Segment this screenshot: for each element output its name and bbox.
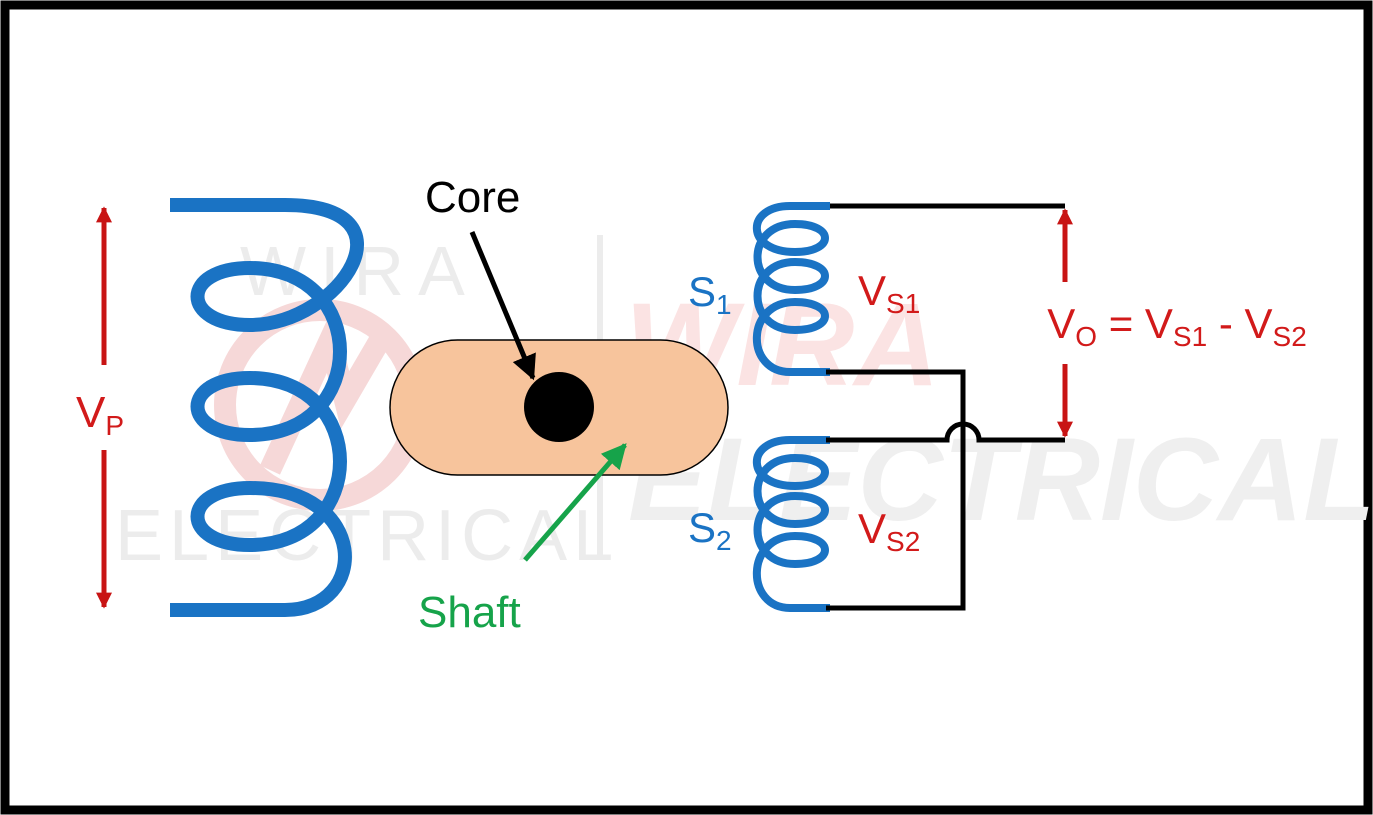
secondary-coil-s1 xyxy=(752,202,830,376)
shaft-pointer-arrow xyxy=(523,443,627,562)
wire-s1-bottom xyxy=(826,369,966,611)
vo-minus: - xyxy=(1207,300,1244,347)
vo-equals: = xyxy=(1097,300,1145,347)
vp-main: V xyxy=(76,388,106,437)
vo-t2-sub: S2 xyxy=(1273,321,1307,352)
vo-t1-sub: S1 xyxy=(1173,321,1207,352)
vs1-sub: S1 xyxy=(886,288,920,319)
core-pointer-arrow xyxy=(469,231,536,381)
vs2-main: V xyxy=(858,505,886,552)
wire-s2-top-crossover xyxy=(826,421,1065,443)
s2-main: S xyxy=(688,504,716,551)
vo-t2-main: V xyxy=(1245,300,1273,347)
s1-main: S xyxy=(688,268,716,315)
vs2-sub: S2 xyxy=(886,526,920,557)
core-dot xyxy=(524,372,594,442)
core-label: Core xyxy=(425,173,520,222)
vo-lhs-sub: O xyxy=(1075,321,1097,352)
vo-lhs-main: V xyxy=(1047,300,1075,347)
vo-equation: VO = VS1 - VS2 xyxy=(1025,300,1320,352)
vo-t1-main: V xyxy=(1145,300,1173,347)
vs1-label: VS1 xyxy=(858,267,920,319)
shaft-label: Shaft xyxy=(418,588,521,637)
watermark-big-bottom: ELECTRICAL xyxy=(628,414,1373,546)
s1-label: S1 xyxy=(688,268,732,320)
vp-label: VP xyxy=(76,388,124,441)
primary-coil xyxy=(170,198,364,617)
secondary-coil-s2 xyxy=(752,436,830,612)
s1-sub: 1 xyxy=(716,289,732,320)
s2-label: S2 xyxy=(688,504,732,556)
vp-sub: P xyxy=(105,410,124,441)
vs2-label: VS2 xyxy=(858,505,920,557)
s2-sub: 2 xyxy=(716,525,732,556)
vs1-main: V xyxy=(858,267,886,314)
